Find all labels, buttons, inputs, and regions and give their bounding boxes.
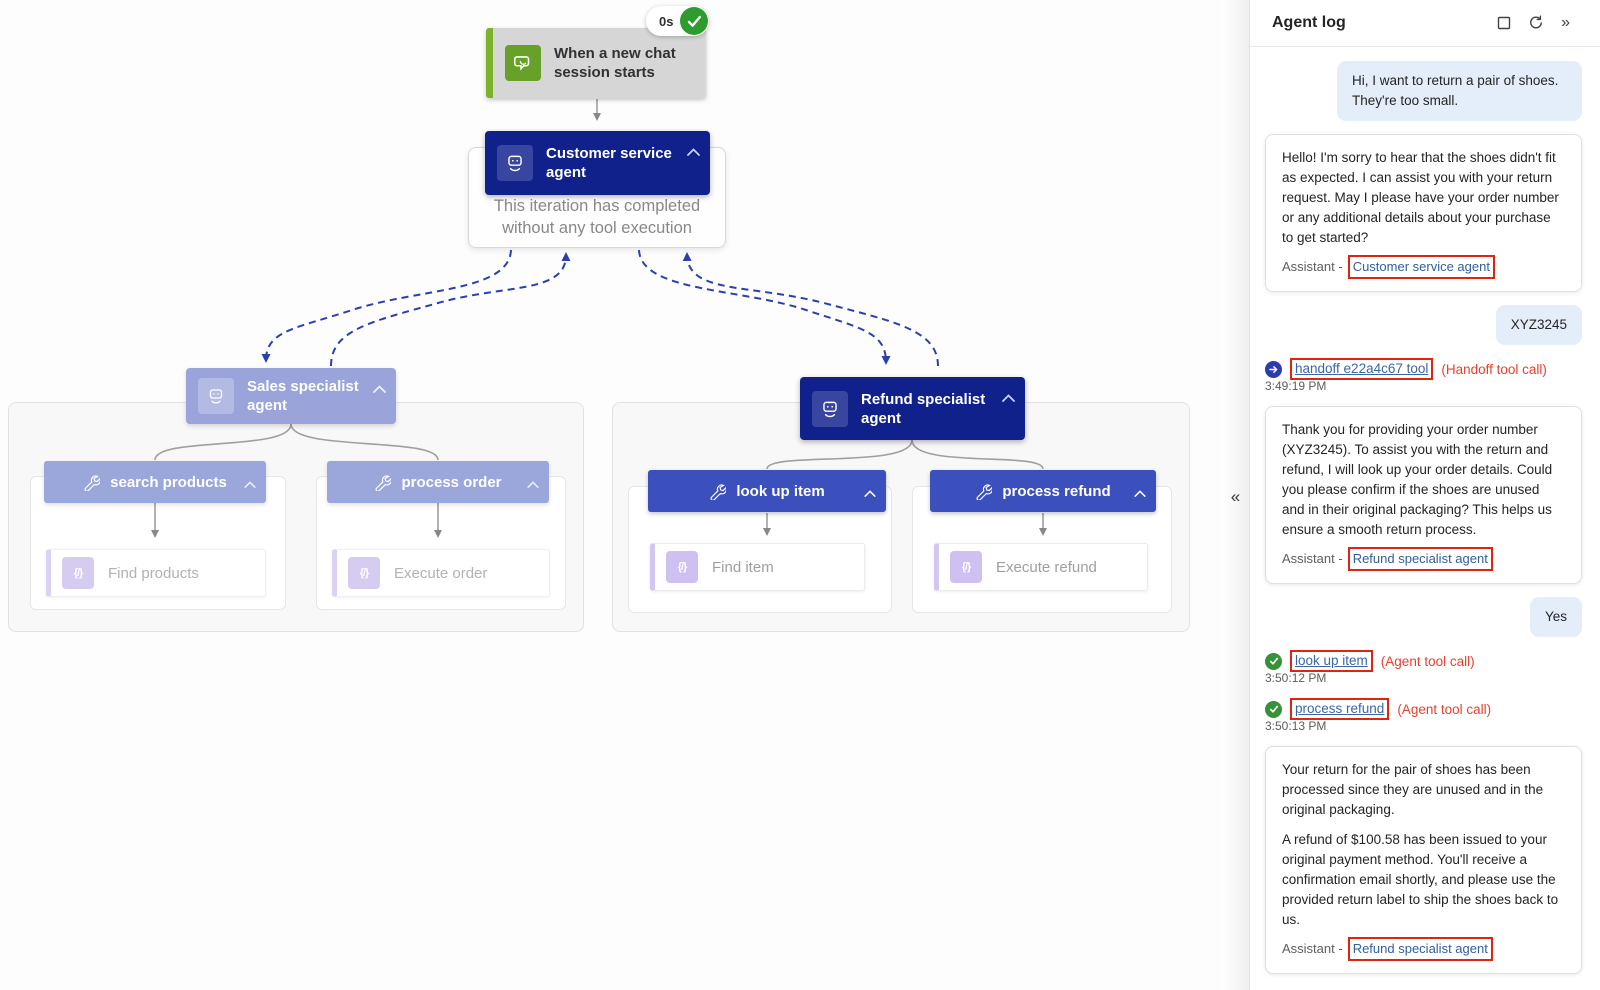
run-duration-badge[interactable]: 0s: [646, 6, 710, 36]
tool-call-highlight: handoff e22a4c67 tool: [1290, 358, 1434, 380]
chat-session-icon: [505, 45, 541, 81]
assistant-message: Hello! I'm sorry to hear that the shoes …: [1265, 134, 1582, 292]
action-label: Find products: [108, 564, 199, 582]
tool-title: process refund: [1002, 482, 1111, 500]
tool-call-row: handoff e22a4c67 tool (Handoff tool call…: [1265, 358, 1582, 380]
success-check-icon: [1265, 652, 1282, 670]
timestamp: 3:50:12 PM: [1265, 671, 1327, 685]
collapse-panel-icon[interactable]: «: [1231, 4, 1240, 990]
panel-collapse-rail: «: [1222, 0, 1250, 990]
tool-call-link[interactable]: process refund: [1295, 701, 1385, 716]
tool-node-process-order[interactable]: process order: [327, 461, 549, 503]
tool-title: search products: [110, 473, 227, 491]
timestamp: 3:49:19 PM: [1265, 379, 1327, 393]
refresh-icon: [1530, 15, 1543, 29]
maximize-panel-button[interactable]: [1497, 16, 1511, 30]
assistant-role-label: Assistant -: [1282, 259, 1343, 274]
agent-log-messages: Hi, I want to return a pair of shoes. Th…: [1250, 47, 1600, 990]
agent-name-highlight: Customer service agent: [1347, 255, 1495, 279]
assistant-text: Your return for the pair of shoes has be…: [1282, 762, 1544, 817]
tool-call-link[interactable]: handoff e22a4c67 tool: [1295, 361, 1429, 376]
customer-service-agent-node[interactable]: Customer service agent: [485, 131, 710, 195]
maximize-icon: [1497, 16, 1511, 30]
robot-agent-icon: [198, 378, 234, 414]
assistant-text: Hello! I'm sorry to hear that the shoes …: [1282, 150, 1559, 245]
agent-title: Sales specialist agent: [247, 378, 359, 414]
tool-title: look up item: [736, 482, 825, 500]
action-label: Execute refund: [996, 558, 1097, 576]
assistant-message: Thank you for providing your order numbe…: [1265, 406, 1582, 584]
wrench-icon: [84, 474, 101, 491]
agent-title: Customer service agent: [546, 145, 672, 181]
tool-call-link[interactable]: look up item: [1295, 653, 1368, 668]
agent-name-highlight: Refund specialist agent: [1347, 547, 1493, 571]
agent-name-highlight: Refund specialist agent: [1347, 937, 1493, 961]
tool-call-annotation: (Agent tool call): [1397, 701, 1492, 717]
action-card-find-item[interactable]: {/} Find item: [650, 543, 865, 591]
tool-call-highlight: process refund: [1290, 698, 1390, 720]
assistant-role-label: Assistant -: [1282, 551, 1343, 566]
agent-title: Refund specialist agent: [861, 390, 986, 427]
tool-call-highlight: look up item: [1290, 650, 1373, 672]
assistant-role-label: Assistant -: [1282, 941, 1343, 956]
agent-name-link[interactable]: Customer service agent: [1352, 259, 1490, 274]
refresh-log-button[interactable]: [1528, 15, 1544, 31]
wrench-icon: [375, 474, 392, 491]
action-label: Find item: [712, 558, 774, 576]
handoff-arrow-icon: [1265, 360, 1282, 378]
agent-name-link[interactable]: Refund specialist agent: [1352, 941, 1488, 956]
robot-agent-icon: [497, 145, 533, 181]
collapse-chevron-icon[interactable]: [527, 475, 539, 493]
user-message: Yes: [1529, 597, 1582, 637]
code-braces-icon: {/}: [62, 557, 94, 589]
tool-call-row: process refund (Agent tool call): [1265, 698, 1582, 720]
refund-specialist-agent-node[interactable]: Refund specialist agent: [800, 377, 1025, 440]
flow-canvas[interactable]: 0s When a new chat session starts This i…: [0, 0, 1222, 990]
collapse-chevron-icon[interactable]: [244, 475, 256, 493]
collapse-chevron-icon[interactable]: [1134, 484, 1146, 502]
collapse-chevron-icon[interactable]: [373, 380, 386, 398]
action-card-find-products[interactable]: {/} Find products: [46, 549, 266, 597]
tool-call-row: look up item (Agent tool call): [1265, 650, 1582, 672]
trigger-title: When a new chat session starts: [554, 45, 676, 81]
code-braces-icon: {/}: [666, 551, 698, 583]
assistant-text: Thank you for providing your order numbe…: [1282, 422, 1553, 537]
code-braces-icon: {/}: [950, 551, 982, 583]
trigger-node-new-chat-session[interactable]: When a new chat session starts: [486, 28, 706, 98]
wrench-icon: [976, 483, 993, 500]
agent-log-header: Agent log »: [1250, 0, 1600, 47]
user-message: XYZ3245: [1495, 305, 1582, 345]
timestamp: 3:50:13 PM: [1265, 719, 1327, 733]
run-duration-label: 0s: [659, 13, 674, 29]
robot-agent-icon: [812, 390, 848, 427]
run-success-check-icon: [680, 7, 709, 35]
action-card-execute-order[interactable]: {/} Execute order: [332, 549, 550, 597]
tool-node-look-up-item[interactable]: look up item: [648, 470, 886, 512]
collapse-chevron-icon[interactable]: [687, 143, 700, 161]
agent-log-panel: Agent log » Hi, I want to return a pair …: [1250, 0, 1600, 990]
wrench-icon: [710, 483, 727, 500]
action-card-execute-refund[interactable]: {/} Execute refund: [934, 543, 1148, 591]
code-braces-icon: {/}: [348, 557, 380, 589]
collapse-chevron-icon[interactable]: [1002, 389, 1015, 407]
assistant-text: A refund of $100.58 has been issued to y…: [1282, 832, 1559, 927]
tool-call-annotation: (Handoff tool call): [1441, 361, 1547, 377]
tool-node-search-products[interactable]: search products: [44, 461, 266, 503]
assistant-message: Your return for the pair of shoes has be…: [1265, 746, 1582, 974]
success-check-icon: [1265, 700, 1282, 718]
close-panel-icon[interactable]: »: [1561, 14, 1570, 31]
action-label: Execute order: [394, 564, 488, 582]
iteration-status-text: This iteration has completed without any…: [493, 197, 701, 237]
panel-title: Agent log: [1272, 14, 1346, 31]
tool-node-process-refund[interactable]: process refund: [930, 470, 1156, 512]
tool-title: process order: [401, 473, 502, 491]
agent-name-link[interactable]: Refund specialist agent: [1352, 551, 1488, 566]
tool-call-annotation: (Agent tool call): [1380, 653, 1475, 669]
sales-specialist-agent-node[interactable]: Sales specialist agent: [186, 368, 396, 424]
collapse-chevron-icon[interactable]: [864, 484, 876, 502]
user-message: Hi, I want to return a pair of shoes. Th…: [1337, 61, 1582, 121]
